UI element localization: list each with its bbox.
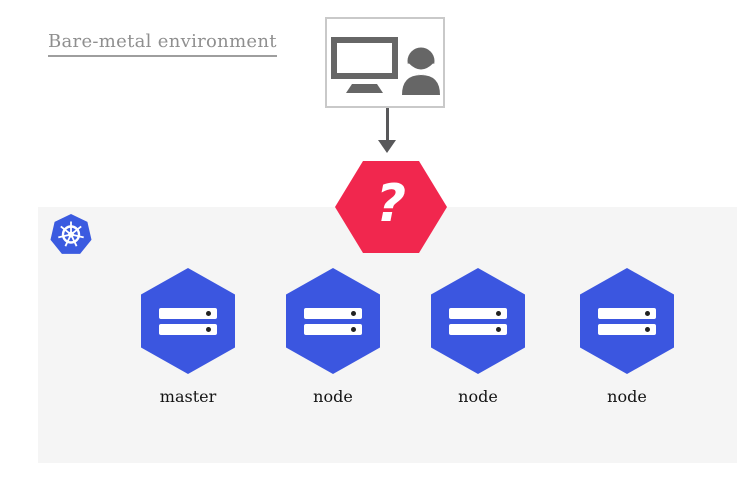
server-bar: [304, 323, 362, 335]
server-led-dot: [351, 326, 356, 332]
server-led-dot: [206, 326, 211, 332]
node-label-node3: node: [607, 387, 647, 406]
workstation-icon: [331, 37, 440, 95]
server-bar: [598, 323, 656, 335]
arrow-line: [386, 108, 389, 141]
server-led-dot: [645, 310, 650, 316]
server-bar: [449, 307, 507, 319]
server-bar: [159, 323, 217, 335]
server-bar: [304, 307, 362, 319]
node-label-node2: node: [458, 387, 498, 406]
server-led-dot: [351, 310, 356, 316]
server-icon: [304, 307, 362, 335]
person-icon: [402, 47, 440, 95]
server-led-dot: [496, 310, 501, 316]
diagram-title: Bare-metal environment: [48, 31, 277, 57]
server-bar: [449, 323, 507, 335]
server-bar: [159, 307, 217, 319]
node-label-node1: node: [313, 387, 353, 406]
server-led-dot: [206, 310, 211, 316]
node-hexagon-node3: [580, 268, 674, 374]
server-led-dot: [496, 326, 501, 332]
monitor-icon: [331, 37, 398, 93]
question-mark-icon: ?: [375, 174, 407, 234]
server-icon: [159, 307, 217, 335]
server-led-dot: [645, 326, 650, 332]
kubernetes-logo-icon: [50, 214, 92, 254]
user-workstation-box: [325, 17, 445, 108]
node-label-master: master: [159, 387, 217, 406]
server-icon: [598, 307, 656, 335]
server-bar: [598, 307, 656, 319]
arrow-head-icon: [378, 140, 396, 153]
server-icon: [449, 307, 507, 335]
